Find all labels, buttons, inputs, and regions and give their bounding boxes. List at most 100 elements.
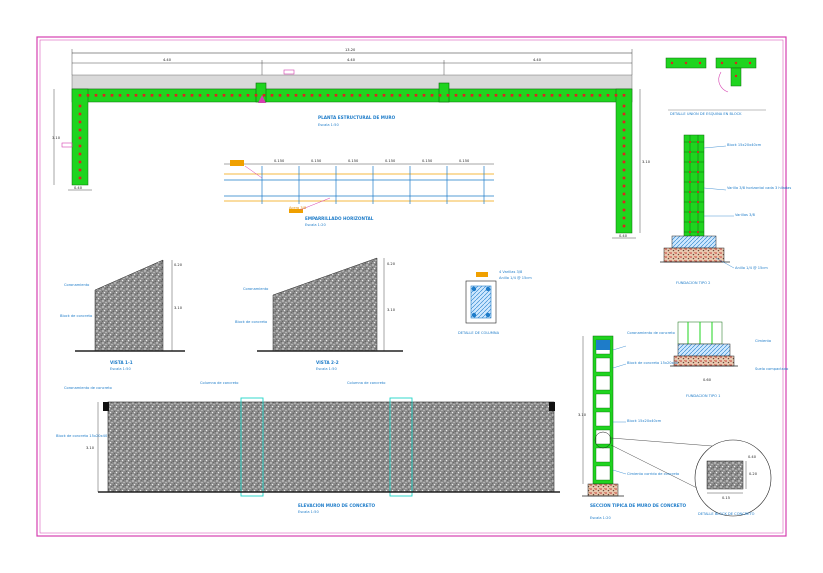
rebar-dot [542, 94, 546, 97]
corner-title: DETALLE UNION DE ESQUINA EN BLOCK [670, 112, 742, 116]
rebar-dot [622, 144, 626, 148]
wall-elevation [97, 397, 560, 497]
rebar-dot [622, 112, 626, 116]
rebar-dot [614, 94, 618, 97]
rebar-dot [622, 208, 626, 212]
plan-corner-right: 0.40 [619, 234, 628, 238]
section-wall-label3: Varillas 3/8 [735, 213, 755, 217]
rebar-dot [326, 94, 330, 97]
block-cell [595, 411, 611, 427]
column-label2: Anillo 1/4 @ 15cm [499, 276, 532, 280]
rebar-dot [398, 94, 402, 97]
plan-seg-left-dim: 4.40 [163, 58, 172, 62]
rebar-dot [166, 94, 170, 97]
rebar-dot [214, 94, 218, 97]
rebar-dot [502, 94, 506, 97]
rebar-dot [574, 94, 578, 97]
corner-detail [665, 57, 766, 111]
rebar-dot [697, 171, 699, 173]
rebar-dot [78, 144, 82, 148]
rebar-dot [598, 94, 602, 97]
elevation-scale: Escala 1:50 [298, 510, 319, 514]
section-wall-footer: FUNDACION TIPO 2 [676, 281, 711, 285]
elevation-height: 3.10 [86, 446, 95, 450]
view1-side-label: Block de concreto [60, 314, 93, 318]
rebar-dot [697, 191, 699, 193]
rebar-dot [566, 94, 570, 97]
view2-height: 3.10 [387, 308, 396, 312]
rebar-dot [606, 94, 610, 97]
bond-beam [596, 340, 610, 350]
structural-plan [53, 49, 641, 239]
rebar-dot [78, 152, 82, 156]
rebar-dot [534, 94, 538, 97]
elevation-column [240, 397, 264, 497]
block-bubble-detail [694, 439, 772, 517]
section-wall-label2: Varilla 3/8 horizontal cada 3 hiladas [727, 186, 792, 190]
plan-scale: Escala 1:50 [318, 123, 339, 127]
view-2 [257, 257, 403, 352]
rebar-dot [689, 211, 691, 213]
sheet-inner-border [39, 39, 784, 534]
rebar-dot [78, 94, 82, 97]
view1-scale: Escala 1:50 [110, 367, 131, 371]
plan-top-band [71, 74, 633, 90]
rebar-dot [697, 231, 699, 233]
plan-seg-right-dim: 4.40 [533, 58, 542, 62]
rebar-dot [310, 94, 314, 97]
rebar-dot [190, 94, 194, 97]
rebar-dot [526, 94, 530, 97]
bond-spacing-label: 0.150 [422, 159, 433, 163]
rebar-dot [78, 120, 82, 124]
rebar-dot [286, 94, 290, 97]
rebar-dot [462, 94, 466, 97]
rebar-dot [697, 211, 699, 213]
plan-title: PLANTA ESTRUCTURAL DE MURO [318, 115, 396, 120]
rebar-dot [689, 221, 691, 223]
rebar-dot [302, 94, 306, 97]
rebar-dot [689, 171, 691, 173]
foundation1-label2: Suelo compactado [755, 367, 789, 371]
plan-right-height: 3.10 [642, 160, 651, 164]
elevation-col-label2: Columna de concreto [347, 381, 386, 385]
bubble-dim3: 0.15 [722, 496, 731, 500]
rebar-dot [689, 191, 691, 193]
section-wall-label1: Block 15x20x40cm [727, 143, 762, 147]
bond-spacing-label: 0.150 [274, 159, 285, 163]
rebar-dot [430, 94, 434, 97]
bond-spacing-label: 0.150 [348, 159, 359, 163]
column-detail [465, 272, 497, 324]
rebar-dot [366, 94, 370, 97]
rebar-dot [697, 151, 699, 153]
view-1 [75, 259, 185, 352]
bond-title: EMPARRILLADO HORIZONTAL [305, 216, 374, 221]
rebar-dot [78, 168, 82, 172]
rebar-dot [689, 201, 691, 203]
section-detail-title: SECCION TIPICA DE MURO DE CONCRETO [590, 503, 687, 508]
elevation-column [389, 397, 413, 497]
rebar-dot [318, 94, 322, 97]
rebar-dot [206, 94, 210, 97]
plan-left-height: 3.10 [52, 136, 61, 140]
rebar-dot [582, 94, 586, 97]
section-detail-scale: Escala 1:20 [590, 516, 611, 520]
rebar-dot [78, 128, 82, 132]
bond-tag [230, 160, 244, 166]
rebar-dot [350, 94, 354, 97]
foundation1-title: FUNDACION TIPO 1 [686, 394, 721, 398]
rebar-dot [278, 94, 282, 97]
block-cell [595, 393, 611, 409]
rebar-dot [238, 94, 242, 97]
rebar-dot [182, 94, 186, 97]
rebar-dot [622, 120, 626, 124]
rebar-dot [78, 136, 82, 140]
rebar-dot [622, 160, 626, 164]
rebar-dot [374, 94, 378, 97]
typical-section-detail [582, 335, 713, 497]
bond-spacing-label: 0.150 [385, 159, 396, 163]
rebar-dot [622, 200, 626, 204]
rebar-dot [697, 181, 699, 183]
foundation1-dim: 0.60 [703, 378, 712, 382]
rebar-dot [622, 224, 626, 228]
